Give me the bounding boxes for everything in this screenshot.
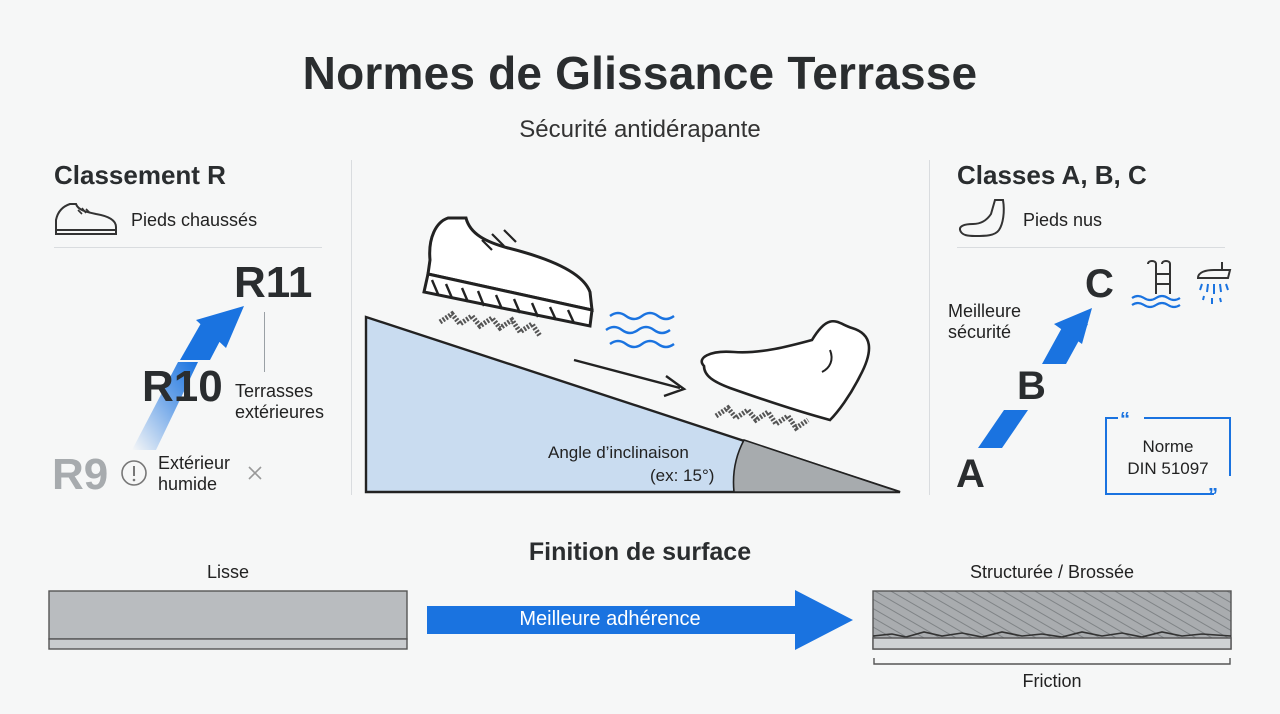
r9-label: R9 <box>52 450 109 499</box>
slope-diagram <box>364 216 901 494</box>
warning-icon <box>121 460 147 486</box>
svg-text:”: ” <box>1208 485 1218 507</box>
r11-tick <box>264 312 265 372</box>
angle-example: (ex: 15°) <box>650 466 715 485</box>
r10-label: R10 <box>142 362 223 411</box>
smooth-surface <box>48 590 408 650</box>
adhesion-label: Meilleure adhérence <box>519 608 701 630</box>
class-a-label: A <box>956 452 985 496</box>
class-b-label: B <box>1017 364 1046 408</box>
abc-classes-heading: Classes A, B, C <box>957 160 1147 190</box>
bare-foot-label: Pieds nus <box>1023 210 1103 230</box>
close-icon <box>248 466 262 480</box>
smooth-label: Lisse <box>206 562 250 582</box>
page-subtitle: Sécurité antidérapante <box>519 116 761 143</box>
norm-line1: Norme <box>1142 437 1194 456</box>
abc-rising-arrow <box>978 308 1092 448</box>
r-classification-heading: Classement R <box>54 160 226 190</box>
r9-note: Extérieur humide <box>158 453 231 494</box>
shower-icon <box>1196 262 1232 304</box>
divider-left-h <box>54 247 322 248</box>
friction-label: Friction <box>1022 671 1082 691</box>
friction-bracket <box>873 658 1231 665</box>
adhesion-arrow <box>427 590 853 650</box>
angle-label: Angle d’inclinaison <box>548 443 689 462</box>
surface-heading: Finition de surface <box>528 538 752 566</box>
shoe-icon <box>55 203 117 235</box>
textured-label: Structurée / Brossée <box>969 562 1135 582</box>
norm-box: “ ” <box>1105 409 1231 507</box>
norm-line2: DIN 51097 <box>1127 459 1209 478</box>
class-c-label: C <box>1085 262 1114 306</box>
pool-icon <box>1131 260 1181 309</box>
r10-note: Terrasses extérieures <box>235 381 325 422</box>
svg-text:“: “ <box>1120 409 1130 431</box>
bare-foot-icon <box>959 199 1005 238</box>
divider-left <box>351 160 352 495</box>
divider-right <box>929 160 930 495</box>
textured-surface <box>872 590 1232 650</box>
r11-label: R11 <box>234 258 313 307</box>
safety-note: Meilleure sécurité <box>948 301 1022 342</box>
page-title: Normes de Glissance Terrasse <box>302 47 978 99</box>
divider-right-h <box>957 247 1225 248</box>
shoe-label: Pieds chaussés <box>131 210 258 230</box>
r-rising-arrow <box>132 306 244 450</box>
